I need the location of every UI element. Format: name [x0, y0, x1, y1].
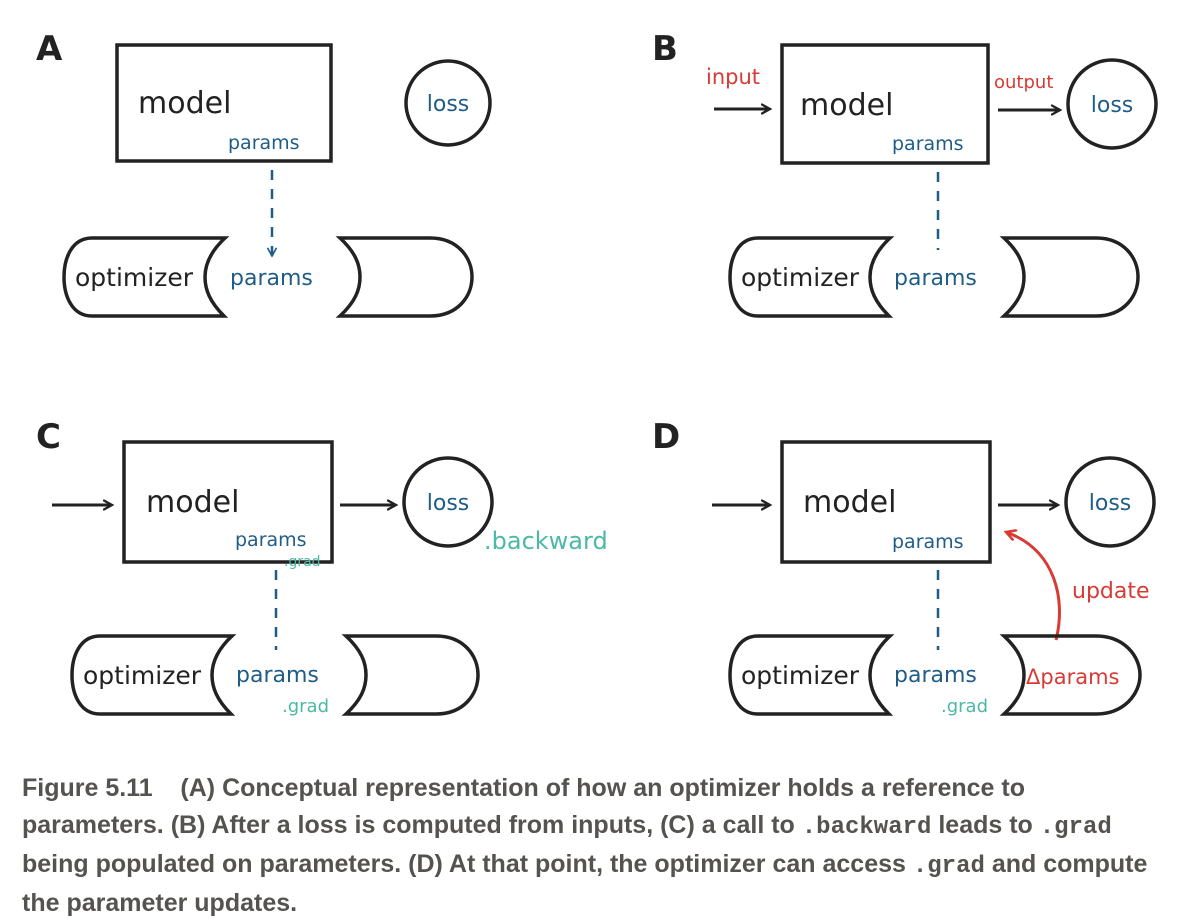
- optimizer-params-label: params: [894, 266, 977, 291]
- optimizer-shape: [70, 634, 237, 716]
- optimizer-params-label: params: [230, 266, 313, 291]
- figure-label: Figure 5.11: [22, 774, 153, 802]
- caption-text: and compute the parameter updates.: [22, 850, 1148, 917]
- panel-letter: C: [36, 417, 61, 457]
- model-box: [780, 43, 990, 165]
- panel-letter: B: [652, 29, 678, 69]
- optimizer-shape: [728, 634, 895, 716]
- caption-code-backward: .backward: [801, 814, 932, 841]
- loss-label: loss: [427, 491, 470, 516]
- optimizer-label: optimizer: [83, 661, 202, 690]
- panel-letter: A: [36, 29, 63, 69]
- caption-text: (A) Conceptual representation of how an …: [22, 774, 1025, 839]
- output-label: output: [994, 72, 1053, 93]
- loss-label: loss: [427, 92, 470, 117]
- state-shape: [341, 634, 480, 716]
- model-label: model: [800, 88, 893, 123]
- model-label: model: [803, 485, 896, 520]
- model-params-label: params: [892, 133, 964, 155]
- optimizer-grad-label: .grad: [941, 696, 988, 717]
- model-box: [115, 43, 333, 163]
- model-label: model: [146, 485, 239, 520]
- optimizer-params-label: params: [236, 663, 319, 688]
- panel-b: B input model params output loss optimiz…: [652, 29, 1158, 318]
- panel-letter: D: [652, 417, 680, 457]
- model-box: [122, 440, 334, 564]
- loss-circle: [1064, 456, 1156, 548]
- figure-caption: Figure 5.11 (A) Conceptual representatio…: [22, 770, 1172, 922]
- model-params-label: params: [892, 531, 964, 553]
- model-box: [780, 440, 992, 564]
- optimizer-params-label: params: [894, 663, 977, 688]
- caption-text: being populated on parameters. (D) At th…: [22, 850, 913, 878]
- update-arrow: [1006, 532, 1061, 641]
- optimizer-diagram: A model params loss optimizer params B i…: [36, 29, 1158, 717]
- optimizer-shape: [728, 236, 895, 318]
- caption-code-grad: .grad: [1039, 814, 1112, 841]
- model-grad-label: .grad: [284, 554, 321, 570]
- optimizer-grad-label: .grad: [282, 696, 329, 717]
- loss-circle: [404, 59, 492, 147]
- delta-params-label: Δparams: [1026, 665, 1119, 689]
- optimizer-label: optimizer: [741, 661, 860, 690]
- loss-circle: [1066, 58, 1158, 150]
- panel-c: C model params .grad loss .backward opti…: [36, 417, 608, 717]
- state-shape: [999, 634, 1142, 716]
- panel-d: D model params loss update optimizer par…: [652, 417, 1156, 717]
- optimizer-label: optimizer: [75, 263, 194, 292]
- loss-label: loss: [1091, 93, 1134, 118]
- model-params-label: params: [235, 529, 307, 551]
- state-shape: [999, 236, 1140, 318]
- caption-code-grad: .grad: [912, 853, 985, 880]
- update-label: update: [1072, 579, 1150, 604]
- loss-circle: [402, 456, 494, 548]
- caption-text: leads to: [931, 811, 1040, 839]
- optimizer-shape: [62, 236, 230, 318]
- model-params-label: params: [228, 132, 300, 154]
- panel-a: A model params loss optimizer params: [36, 29, 492, 318]
- state-shape: [335, 236, 474, 318]
- input-label: input: [706, 65, 760, 89]
- backward-label: .backward: [484, 527, 608, 555]
- model-label: model: [138, 86, 231, 121]
- optimizer-label: optimizer: [741, 263, 860, 292]
- loss-label: loss: [1089, 491, 1132, 516]
